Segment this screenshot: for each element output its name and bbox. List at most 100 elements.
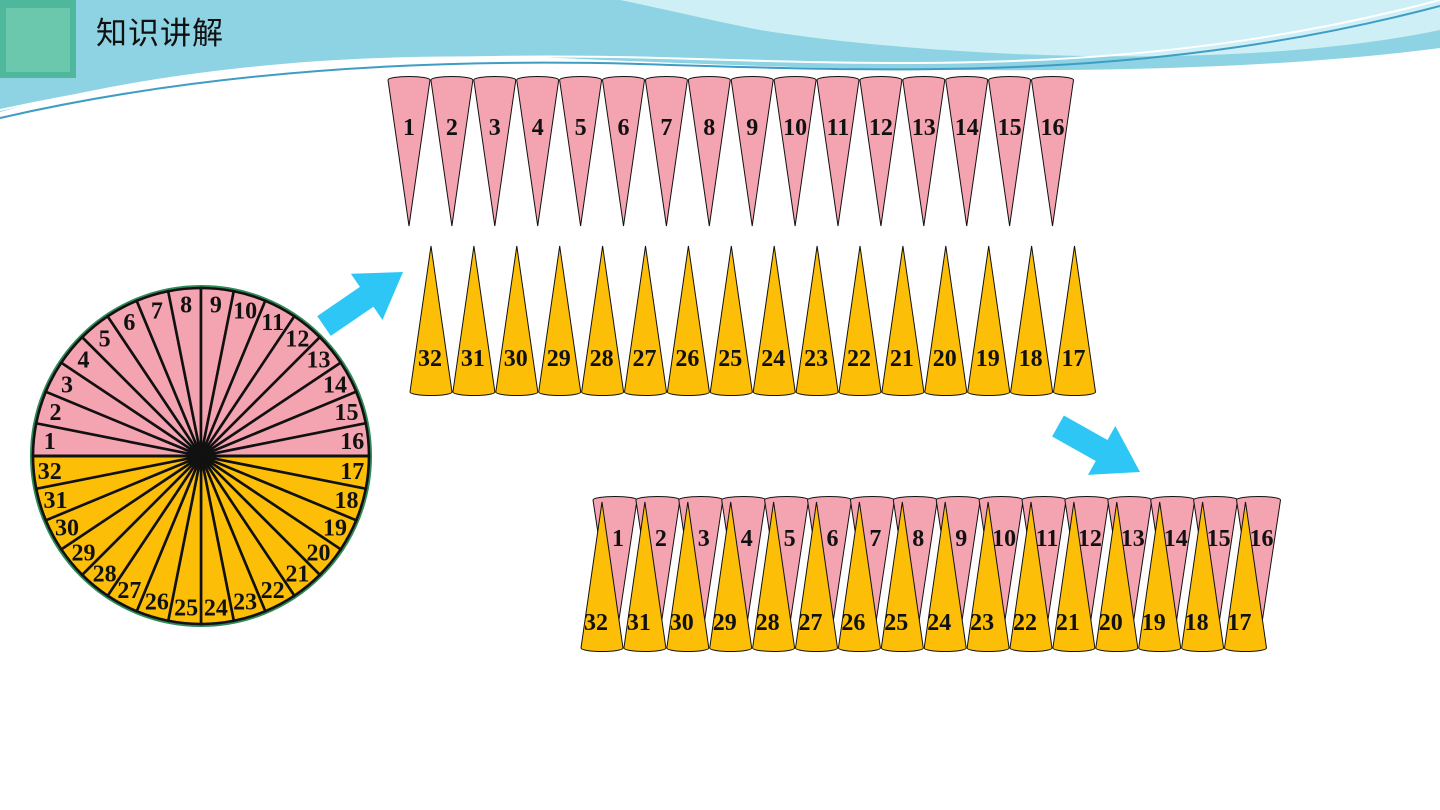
pink-cone (902, 76, 946, 227)
yellow-cone-label: 32 (584, 610, 608, 636)
yellow-cone-label: 20 (1099, 610, 1123, 636)
yellow-cone (880, 501, 924, 652)
circle-sector-label: 28 (93, 561, 117, 587)
yellow-cone (1223, 501, 1268, 652)
pink-cone (559, 76, 603, 227)
circle-sector-label: 13 (306, 348, 330, 374)
yellow-cone-label: 21 (1056, 610, 1080, 636)
circle-sector-label: 10 (233, 299, 257, 325)
yellow-cone-label: 25 (884, 610, 908, 636)
pink-cone (945, 76, 989, 227)
circle-sector-label: 23 (233, 589, 257, 615)
pink-cone-label: 15 (998, 115, 1022, 141)
circle-sector-label: 32 (38, 459, 62, 485)
pink-cone-label: 8 (703, 115, 715, 141)
pink-cone-label: 16 (1250, 526, 1274, 552)
yellow-cone-label: 17 (1062, 346, 1086, 372)
arrow-to-rearranged (1052, 415, 1140, 475)
pink-cone-label: 7 (660, 115, 672, 141)
pink-cone-label: 1 (403, 115, 415, 141)
yellow-cone (838, 245, 882, 396)
circle-sector-label: 21 (285, 561, 309, 587)
yellow-cone-label: 20 (933, 346, 957, 372)
header-wave-line (0, 5, 1440, 119)
circle-sector-label: 5 (99, 327, 111, 353)
circle-sector-label: 3 (61, 372, 73, 398)
yellow-cone-label: 19 (1142, 610, 1166, 636)
pink-cone-label: 2 (446, 115, 458, 141)
pink-cone (644, 76, 688, 227)
yellow-cone (666, 245, 710, 396)
circle-sector-label: 30 (55, 516, 79, 542)
pink-cone-label: 3 (698, 526, 710, 552)
pink-cone-label: 1 (612, 526, 624, 552)
yellow-cone-label: 21 (890, 346, 914, 372)
circle-sector-label: 25 (174, 595, 198, 621)
yellow-cone-label: 18 (1185, 610, 1209, 636)
yellow-cone-label: 23 (970, 610, 994, 636)
pink-cone (1030, 76, 1075, 227)
yellow-cone-label: 18 (1019, 346, 1043, 372)
yellow-cone (1010, 245, 1054, 396)
circle-sector-label: 8 (180, 293, 192, 319)
yellow-cone-label: 32 (418, 346, 442, 372)
circle-sector-label: 14 (323, 372, 347, 398)
pink-cone-label: 6 (827, 526, 839, 552)
circle-sector-label: 24 (204, 595, 228, 621)
yellow-cone (752, 245, 796, 396)
circle-sector-label: 19 (323, 516, 347, 542)
pink-cone-label: 14 (955, 115, 979, 141)
yellow-cone-label: 27 (799, 610, 823, 636)
pink-cone-label: 4 (741, 526, 753, 552)
yellow-cone (623, 501, 667, 652)
pink-cone-label: 8 (912, 526, 924, 552)
arrow-to-rows (317, 272, 403, 336)
pink-cone (516, 76, 560, 227)
yellow-cone-label: 31 (461, 346, 485, 372)
circle-sector-label: 12 (285, 327, 309, 353)
yellow-cone (666, 501, 710, 652)
yellow-cone (924, 245, 968, 396)
pink-cone-label: 16 (1041, 115, 1065, 141)
yellow-cone (752, 501, 796, 652)
yellow-cone (709, 501, 753, 652)
circle-sector-label: 1 (44, 429, 56, 455)
yellow-cone (923, 501, 967, 652)
yellow-cone (881, 245, 925, 396)
pink-cone-label: 13 (912, 115, 936, 141)
yellow-cone (709, 245, 753, 396)
circle-sector-label: 11 (261, 310, 284, 336)
yellow-cone-label: 29 (713, 610, 737, 636)
header-corner-glow (6, 8, 70, 72)
yellow-cone-label: 22 (1013, 610, 1037, 636)
yellow-cone (1009, 501, 1053, 652)
yellow-cone (967, 245, 1011, 396)
pink-cone-label: 11 (827, 115, 850, 141)
yellow-cone-label: 26 (675, 346, 699, 372)
pink-cone-label: 4 (532, 115, 544, 141)
circle-sector-label: 7 (151, 299, 163, 325)
pink-cone (687, 76, 731, 227)
pink-cone (473, 76, 517, 227)
yellow-cone-label: 23 (804, 346, 828, 372)
circle-outline (30, 285, 372, 627)
yellow-cone (581, 245, 625, 396)
yellow-cone-label: 24 (927, 610, 951, 636)
pink-cone (859, 76, 903, 227)
page-title: 知识讲解 (96, 16, 224, 52)
circle-sector-label: 20 (306, 540, 330, 566)
yellow-cone (623, 245, 668, 396)
yellow-cone-label: 19 (976, 346, 1000, 372)
pink-cone-label: 14 (1164, 526, 1188, 552)
pink-cone (430, 76, 474, 227)
pink-cone-label: 3 (489, 115, 501, 141)
yellow-cone (966, 501, 1010, 652)
circle-sector-label: 31 (44, 488, 68, 514)
circle-sector-label: 18 (334, 488, 358, 514)
pink-cone-label: 13 (1121, 526, 1145, 552)
pink-cone-label: 11 (1036, 526, 1059, 552)
yellow-cone-label: 27 (633, 346, 657, 372)
